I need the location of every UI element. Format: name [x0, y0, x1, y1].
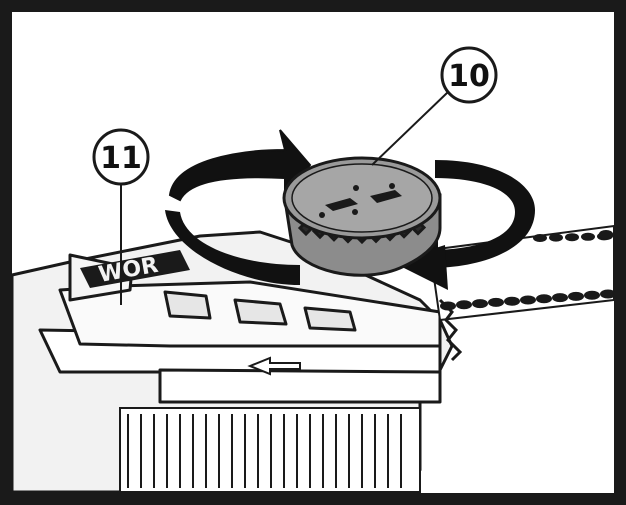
chain-link: [536, 294, 552, 304]
chain-link: [504, 296, 520, 306]
chain-link: [488, 297, 504, 307]
chain-link: [584, 290, 600, 300]
chain-link: [552, 293, 568, 303]
callout-11-label: 11: [100, 141, 142, 176]
chain-link: [581, 232, 595, 241]
chain-link: [565, 233, 579, 242]
rotation-arrow-right: [430, 160, 535, 268]
chain-link: [568, 291, 584, 301]
chain-link: [533, 234, 547, 242]
chain-link: [520, 295, 536, 305]
tensioner-knob: [282, 156, 442, 277]
leader-line-10: [371, 91, 449, 166]
callout-10-label: 10: [448, 59, 490, 94]
callout-11: 11: [92, 128, 150, 186]
housing-arrow-icon: [247, 356, 301, 376]
callout-10: 10: [440, 46, 498, 104]
chain-link: [600, 289, 616, 299]
chain-link: [472, 299, 488, 309]
chain-link: [599, 230, 613, 238]
chain-link: [456, 300, 472, 310]
chain-link: [549, 233, 563, 242]
rotation-arrow-left: [168, 129, 312, 202]
cooling-fins: [119, 407, 421, 493]
